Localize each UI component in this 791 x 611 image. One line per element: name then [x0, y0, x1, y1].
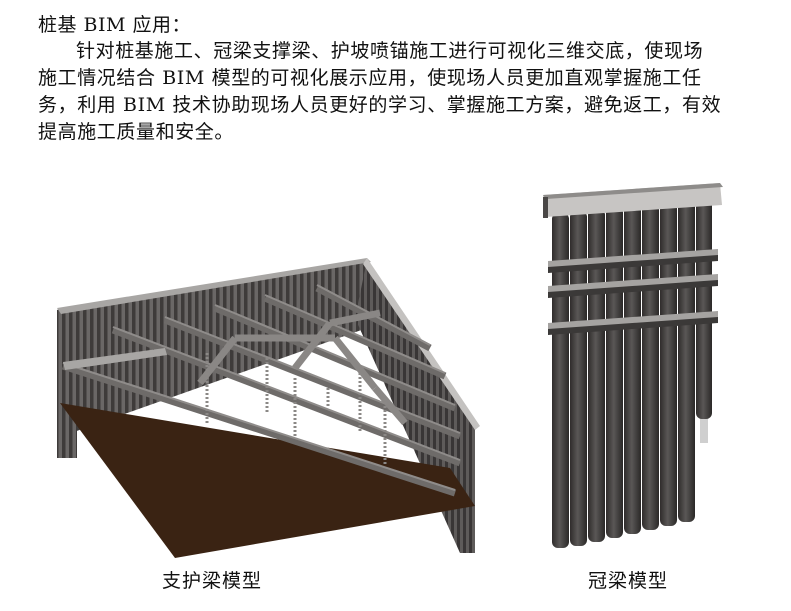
paragraph-line-2: 施工情况结合 BIM 模型的可视化展示应用，使现场人员更加直观掌握施工任 [38, 67, 702, 89]
support-beam-model-image [55, 258, 485, 558]
paragraph-line-1: 针对桩基施工、冠梁支撑梁、护坡喷锚施工进行可视化三维交底，使现场 [76, 40, 704, 62]
support-beam-model-caption: 支护梁模型 [162, 570, 263, 592]
body-paragraph: 针对桩基施工、冠梁支撑梁、护坡喷锚施工进行可视化三维交底，使现场 施工情况结合 … [38, 38, 758, 146]
crown-beam-model-image [540, 183, 730, 553]
section-heading: 桩基 BIM 应用： [38, 14, 192, 36]
crown-beam-model-caption: 冠梁模型 [588, 570, 669, 592]
paragraph-line-4: 提高施工质量和安全。 [38, 121, 235, 143]
paragraph-line-3: 务，利用 BIM 技术协助现场人员更好的学习、掌握施工方案，避免返工，有效 [38, 94, 722, 116]
